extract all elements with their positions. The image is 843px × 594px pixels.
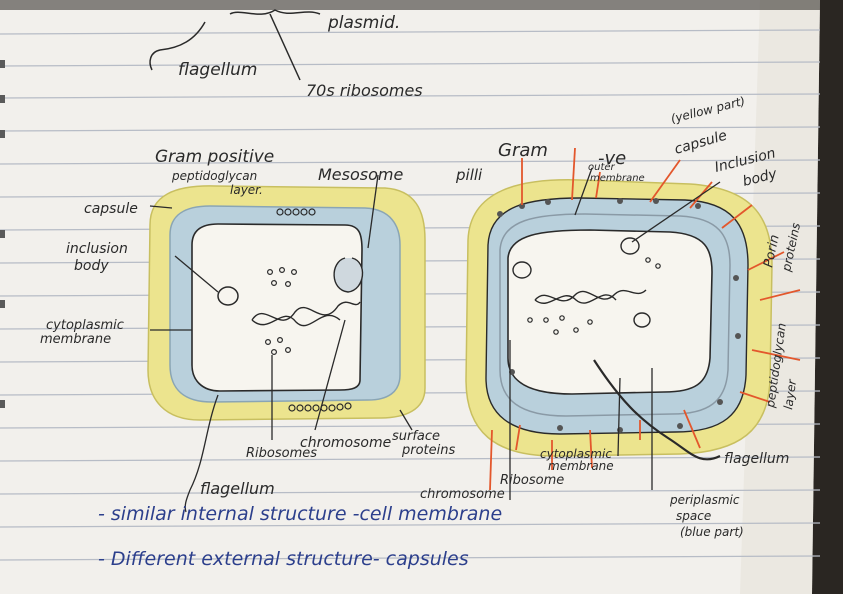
top-shadow	[0, 0, 843, 10]
gn-outer-label-2: membrane	[590, 173, 645, 184]
gp-title: Gram positive	[155, 147, 274, 167]
gn-ribosome-label: Ribosome	[500, 473, 564, 488]
gp-chromosome-label: chromosome	[300, 435, 391, 451]
gp-surface-label-2: proteins	[401, 443, 455, 458]
gp-inclusion-label-2: body	[74, 258, 109, 274]
gp-cytoplasmic-label-2: membrane	[40, 332, 111, 347]
gp-capsule-label: capsule	[84, 201, 138, 217]
gp-peptidoglycan-label: peptidoglycan	[171, 169, 257, 183]
gp-peptidoglycan-label-2: layer.	[230, 183, 263, 197]
note-line-2: - Different external structure- capsules	[98, 548, 469, 570]
gn-cytoplasm-shape	[508, 230, 712, 394]
gp-mesosome-shape	[334, 258, 362, 292]
gp-inclusion-label: inclusion	[66, 241, 128, 257]
note-line-1: - similar internal structure -cell membr…	[98, 503, 502, 525]
gp-mesosome-label: Mesosome	[318, 165, 403, 184]
gn-chromosome-label: chromosome	[420, 487, 505, 502]
gn-outer-label: outer	[588, 162, 616, 173]
gn-title: Gram	[498, 140, 548, 161]
top-flagellum-label: flagellum	[178, 60, 257, 80]
gn-cytoplasmic-label-2: membrane	[548, 459, 614, 473]
gp-cytoplasmic-label: cytoplasmic	[46, 318, 124, 333]
plasmid-label: plasmid.	[327, 13, 400, 33]
ribosomes-70s-label: 70s ribosomes	[306, 81, 423, 100]
gn-periplasmic-label-2: space	[676, 509, 711, 523]
gp-flagellum-label: flagellum	[200, 479, 275, 498]
gn-pilli-label: pilli	[455, 166, 483, 184]
gn-periplasmic-label-3: (blue part)	[680, 525, 744, 539]
gn-flagellum-label: flagellum	[724, 451, 789, 467]
gp-surface-label: surface	[392, 429, 440, 444]
gn-periplasmic-label: periplasmic	[669, 493, 740, 507]
